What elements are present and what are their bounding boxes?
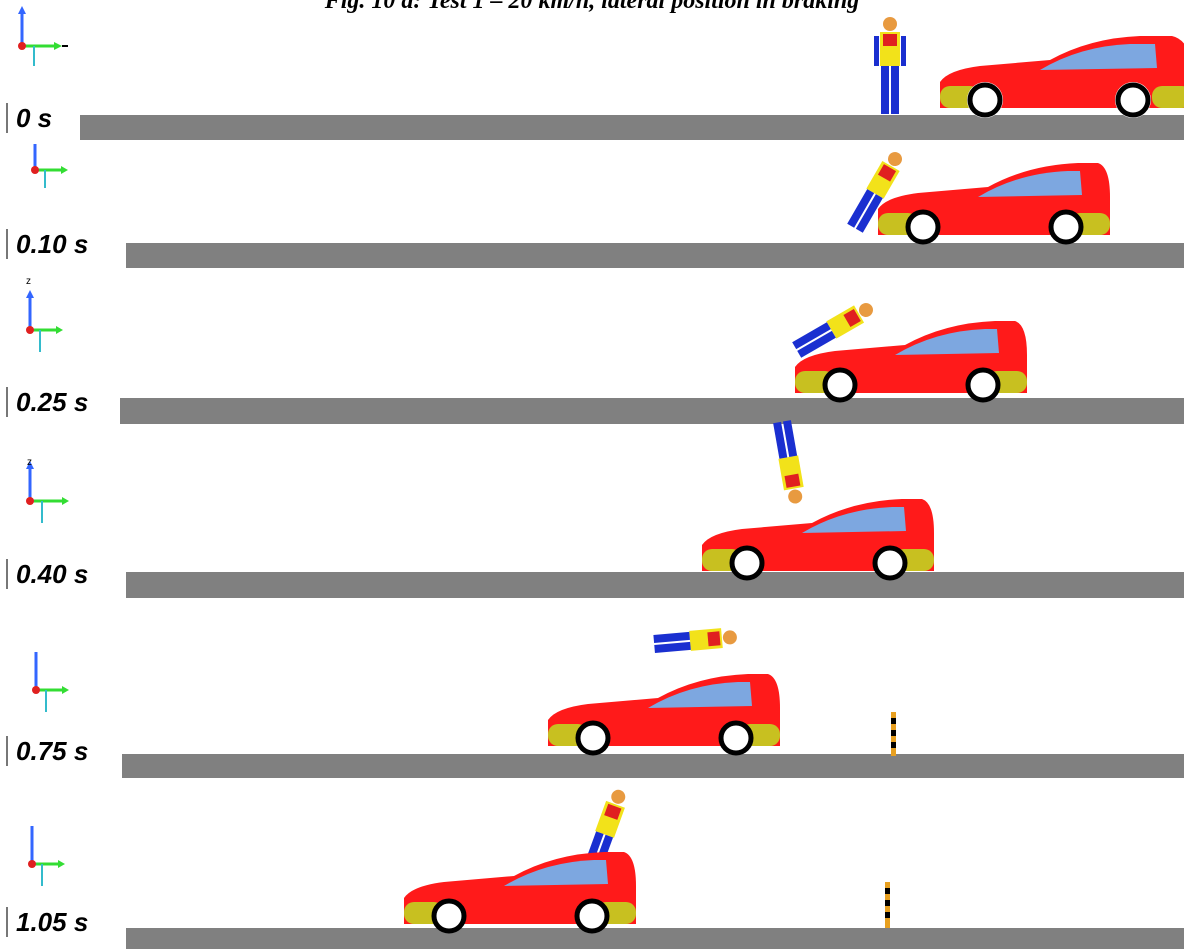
road-strip — [126, 572, 1184, 598]
time-label: 0.10 s — [6, 229, 98, 259]
frame-0-scene — [0, 0, 1184, 145]
frame-1-scene — [0, 145, 1184, 270]
road-strip — [80, 115, 1184, 140]
frame-105s: 1.05 s — [0, 780, 1184, 949]
car — [702, 499, 934, 578]
marker-post — [885, 882, 890, 928]
road-strip — [126, 928, 1184, 949]
axis-triad-icon — [32, 652, 69, 712]
axis-triad-icon — [18, 6, 68, 66]
frame-3-scene: z — [0, 425, 1184, 600]
axis-triad-icon — [31, 144, 68, 188]
time-label: 0.25 s — [6, 387, 98, 417]
frame-0s: 0 s — [0, 0, 1184, 145]
time-label: 0.40 s — [6, 559, 98, 589]
car — [404, 852, 636, 931]
frame-025s: z 0.25 s — [0, 270, 1184, 425]
frame-4-scene — [0, 600, 1184, 780]
axis-triad-icon — [28, 826, 65, 886]
frame-075s: 0.75 s — [0, 600, 1184, 780]
time-label: 1.05 s — [6, 907, 98, 937]
car — [548, 674, 780, 753]
time-label: 0 s — [6, 103, 62, 133]
frame-5-scene — [0, 780, 1184, 949]
axis-triad-icon — [26, 461, 69, 523]
pedestrian-dummy — [874, 17, 906, 114]
frame-040s: z 0.40 s — [0, 425, 1184, 600]
axis-z-label: z — [26, 276, 31, 287]
road-strip — [126, 243, 1184, 268]
pedestrian-dummy — [653, 627, 737, 654]
pedestrian-dummy — [772, 420, 806, 505]
axis-z-label: z — [27, 457, 32, 468]
car — [878, 163, 1110, 242]
road-strip — [120, 398, 1184, 424]
time-label: 0.75 s — [6, 736, 98, 766]
axis-triad-icon — [26, 290, 63, 352]
marker-post — [891, 712, 896, 756]
car — [940, 36, 1184, 118]
frame-2-scene: z — [0, 270, 1184, 425]
frame-010s: 0.10 s — [0, 145, 1184, 270]
road-strip — [122, 754, 1184, 778]
